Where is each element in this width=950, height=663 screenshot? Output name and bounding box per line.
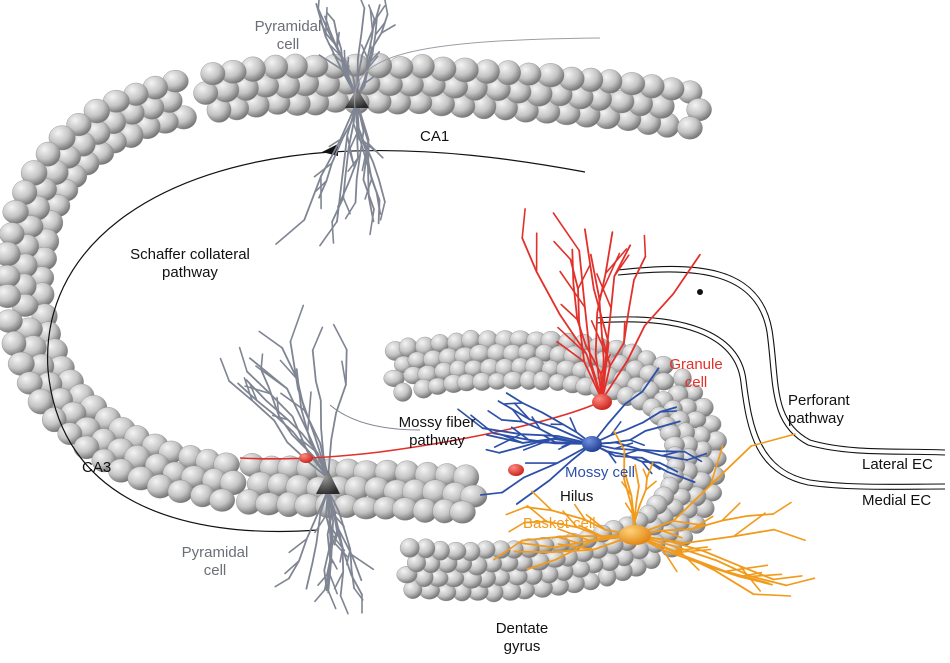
mossy-cell-dendrite (486, 450, 499, 453)
schaffer-line2: pathway (130, 264, 250, 282)
schaffer-line1: Schaffer collateral (130, 246, 250, 264)
basket-cell-label: Basket cell (523, 515, 596, 533)
pyramidal-layer-cell (677, 117, 702, 140)
basket-cell-process (773, 503, 791, 515)
dentate-line1: Dentate (496, 620, 549, 638)
basket-cell-process (786, 578, 814, 585)
ammon-horn-cell-layer (0, 53, 712, 523)
basket-cell-process (754, 594, 791, 596)
ca1-apical-dendrite (326, 8, 327, 37)
mossy-cell-label: Mossy cell (565, 464, 635, 482)
dentate-gyrus-label: Dentate gyrus (496, 620, 549, 656)
granule-layer-cell (400, 538, 419, 557)
pyramidal-layer-cell (263, 55, 288, 79)
ca3-apical-dendrite (313, 327, 323, 350)
ca1-basal-dendrite (304, 102, 357, 220)
granule-cell-dendrite (561, 305, 577, 320)
ca3-basal-dendrite (341, 596, 348, 614)
dentate-line2: gyrus (496, 638, 549, 656)
granule-cell-soma (592, 394, 612, 410)
ca1-apical-dendrite (357, 0, 365, 8)
pyramidal-layer-cell (388, 56, 413, 78)
mossy-fiber-bouton-hilus (508, 464, 524, 476)
ca3-apical-dendrite (221, 359, 230, 382)
basket-cell-process (773, 576, 801, 580)
ca1-basal-dendrite (276, 220, 304, 244)
ca1-label: CA1 (420, 128, 449, 146)
mossy-cell-dendrite (624, 450, 637, 454)
pyramidal-layer-cell (410, 54, 434, 78)
ca3-apical-dendrite (334, 325, 347, 350)
ca1-basal-dendrite (320, 222, 337, 246)
ca1-apical-dendrite (385, 0, 388, 14)
perforant-line1: Perforant (788, 392, 850, 410)
ca1-basal-dendrite (332, 222, 333, 243)
granule-line1: Granule (669, 356, 722, 374)
mossy-fiber-bouton (299, 453, 313, 463)
pyramidal-bottom-line1: Pyramidal (182, 544, 249, 562)
perforant-synapse (697, 289, 703, 295)
ca3-apical-dendrite (240, 348, 248, 372)
pyramidal-layer-cell (168, 480, 193, 503)
perforant-pathway-label: Perforant pathway (788, 392, 850, 428)
mossy-fiber-pathway-label: Mossy fiber pathway (399, 414, 476, 450)
mossy-cell-soma (582, 436, 602, 452)
ca3-label: CA3 (82, 459, 111, 477)
ca3-apical-dendrite (259, 332, 282, 348)
granule-cell-dendrite (644, 236, 645, 257)
pyramidal-layer-cell (496, 60, 521, 84)
basket-cell-process (774, 530, 805, 541)
schaffer-collateral-label: Schaffer collateral pathway (130, 246, 250, 282)
granule-cell-dendrite (554, 242, 571, 260)
ca1-basal-dendrite (381, 202, 385, 220)
pyramidal-bottom-line2: cell (182, 562, 249, 580)
basket-cell-soma (619, 525, 651, 545)
basket-cell-process (751, 574, 781, 576)
pyramidal-cell-label-top: Pyramidal cell (255, 18, 322, 54)
pyramidal-layer-cell (537, 63, 564, 87)
ca3-apical-dendrite (290, 305, 303, 341)
pyramidal-top-line1: Pyramidal (255, 18, 322, 36)
granule-cell-dendrite (578, 265, 590, 288)
ca3-basal-dendrite (315, 590, 325, 602)
granule-cell-label: Granule cell (669, 356, 722, 392)
granule-layer-cell (394, 383, 412, 402)
medial-ec-label: Medial EC (862, 492, 931, 510)
granule-cell-dendrite (599, 254, 619, 298)
mossy-cell-dendrite (488, 411, 502, 420)
pyramidal-layer-cell (201, 62, 225, 85)
granule-cell-dendrite (522, 209, 525, 238)
basket-cell-process (643, 469, 647, 478)
ca1-apical-dendrite (318, 0, 320, 9)
ca3-basal-dendrite (275, 578, 289, 586)
mossy-fiber-line2: pathway (399, 432, 476, 450)
ca1-apical-dendrite (327, 12, 334, 20)
pyramidal-layer-cell (209, 489, 234, 512)
perforant-line2: pathway (788, 410, 850, 428)
pyramidal-layer-cell (450, 501, 476, 523)
pyramidal-cell-label-bottom: Pyramidal cell (182, 544, 249, 580)
pyramidal-layer-cell (0, 223, 24, 246)
mossy-fiber-line1: Mossy fiber (399, 414, 476, 432)
granule-line2: cell (669, 374, 722, 392)
granule-layer-cell (533, 371, 551, 390)
ca1-basal-dendrite (343, 198, 350, 214)
pyramidal-layer-cell (3, 200, 29, 223)
basket-cell-process (506, 507, 526, 515)
hilus-label: Hilus (560, 488, 593, 506)
lateral-ec-label: Lateral EC (862, 456, 933, 474)
pyramidal-layer-cell (619, 72, 645, 95)
pyramidal-top-line2: cell (255, 36, 322, 54)
